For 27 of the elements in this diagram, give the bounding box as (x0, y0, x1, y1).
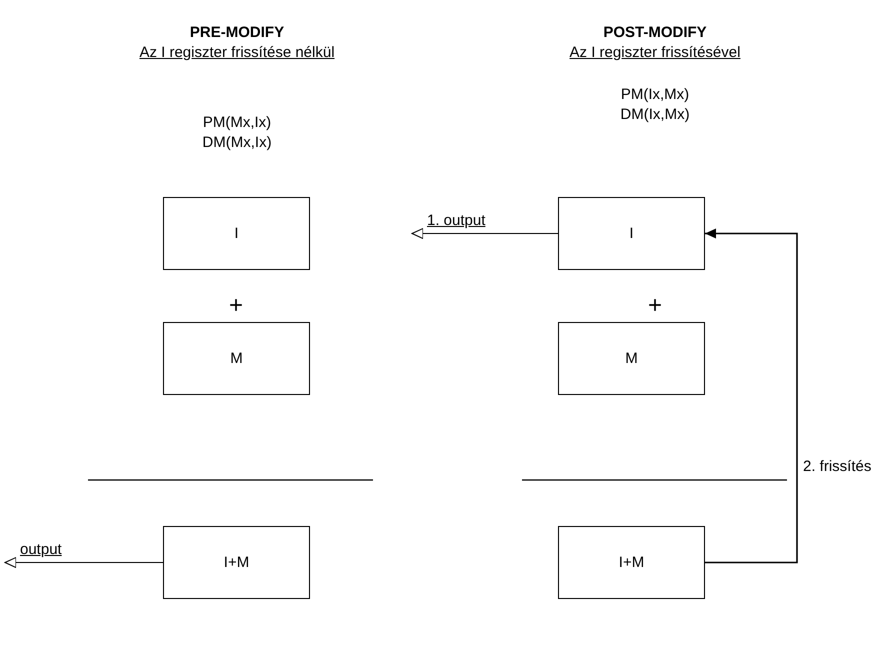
heading: PRE-MODIFY (190, 24, 284, 41)
subheading: Az I regiszter frissítése nélkül (139, 44, 335, 61)
formula: DM(Ix,Mx) (620, 106, 690, 123)
register-label: I+M (618, 554, 644, 571)
formula: DM(Mx,Ix) (202, 134, 272, 151)
register-label: I (234, 225, 239, 242)
register-label: I (629, 225, 634, 242)
register-box (558, 526, 705, 599)
register-label: M (230, 350, 243, 367)
formula: PM(Ix,Mx) (620, 86, 690, 103)
register-box (163, 526, 310, 599)
register-label: I+M (224, 554, 250, 571)
register-label: M (625, 350, 638, 367)
edge-label: 1. output (426, 212, 486, 228)
arrow (705, 228, 798, 564)
formula: PM(Mx,Ix) (202, 114, 272, 131)
register-box (558, 197, 705, 270)
register-box (558, 322, 705, 395)
arrow (412, 228, 558, 239)
register-box (163, 197, 310, 270)
register-box (163, 322, 310, 395)
subheading: Az I regiszter frissítésével (570, 44, 740, 61)
plus-sign: + (229, 292, 243, 320)
heading: POST-MODIFY (603, 24, 707, 41)
edge-label: output (19, 540, 63, 558)
plus-sign: + (648, 292, 662, 320)
arrow (4, 557, 164, 568)
